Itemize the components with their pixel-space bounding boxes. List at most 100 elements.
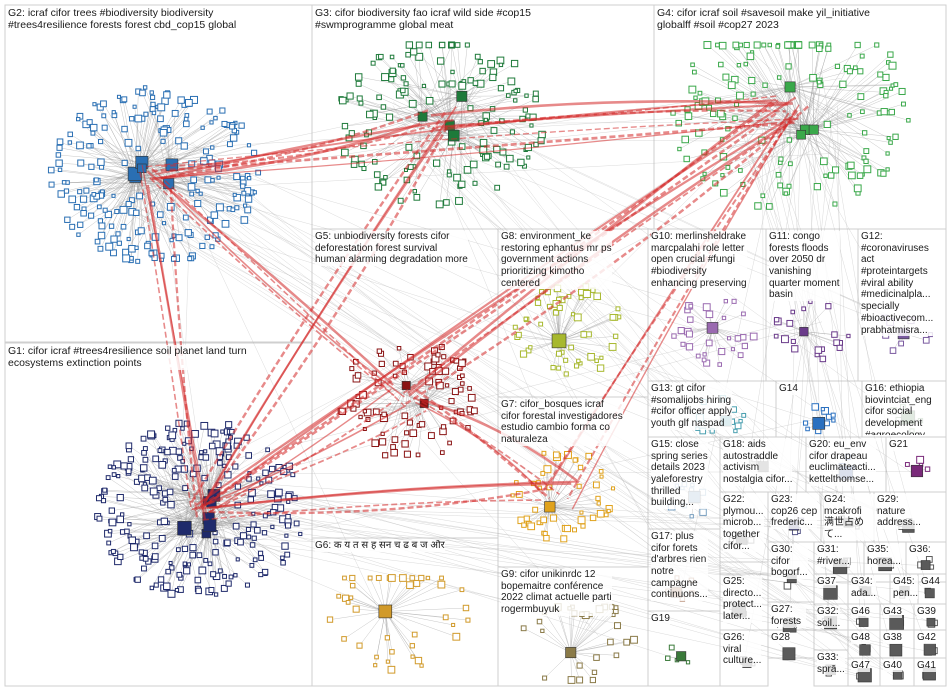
node[interactable] — [150, 101, 156, 108]
node[interactable] — [115, 231, 121, 237]
node[interactable] — [847, 113, 852, 118]
node[interactable] — [630, 635, 638, 644]
node[interactable] — [73, 203, 81, 211]
node[interactable] — [376, 348, 383, 354]
node[interactable] — [356, 95, 363, 102]
node[interactable] — [886, 136, 891, 141]
node[interactable] — [862, 130, 868, 136]
node[interactable] — [143, 111, 149, 117]
node[interactable] — [224, 539, 231, 547]
node[interactable] — [162, 496, 169, 503]
node[interactable] — [689, 514, 694, 519]
node[interactable] — [240, 183, 246, 189]
node[interactable] — [380, 431, 385, 436]
node[interactable] — [848, 171, 856, 180]
node[interactable] — [151, 542, 159, 550]
node[interactable] — [777, 182, 784, 189]
node[interactable] — [180, 426, 185, 431]
node[interactable] — [665, 588, 672, 596]
node[interactable] — [613, 605, 619, 611]
node[interactable] — [705, 310, 714, 319]
node[interactable] — [371, 439, 380, 448]
node[interactable] — [163, 91, 171, 99]
node[interactable] — [922, 336, 930, 344]
hub-node[interactable] — [544, 501, 556, 513]
node[interactable] — [489, 73, 497, 82]
node[interactable] — [228, 574, 234, 580]
node[interactable] — [159, 129, 168, 137]
node[interactable] — [738, 168, 743, 173]
node[interactable] — [820, 157, 828, 166]
node[interactable] — [409, 575, 416, 581]
node[interactable] — [517, 158, 525, 167]
node[interactable] — [381, 411, 387, 418]
node[interactable] — [595, 495, 601, 502]
node[interactable] — [189, 544, 197, 552]
node[interactable] — [730, 406, 737, 413]
node[interactable] — [119, 205, 128, 214]
node[interactable] — [415, 52, 424, 61]
node[interactable] — [56, 138, 64, 146]
node[interactable] — [816, 79, 822, 85]
node[interactable] — [83, 187, 90, 194]
node[interactable] — [824, 420, 830, 427]
node[interactable] — [378, 360, 385, 368]
node[interactable] — [374, 183, 383, 191]
node[interactable] — [405, 51, 411, 58]
hub-node[interactable] — [676, 651, 687, 662]
node[interactable] — [856, 172, 864, 179]
hub-node[interactable] — [137, 163, 147, 174]
node[interactable] — [144, 242, 151, 250]
node[interactable] — [741, 342, 748, 350]
hub-node[interactable] — [824, 616, 838, 630]
node[interactable] — [532, 95, 539, 103]
node[interactable] — [57, 190, 65, 198]
node[interactable] — [149, 487, 158, 496]
node[interactable] — [91, 192, 97, 197]
node[interactable] — [232, 463, 239, 470]
node[interactable] — [738, 42, 744, 48]
node[interactable] — [135, 145, 141, 152]
node[interactable] — [510, 59, 519, 68]
node[interactable] — [740, 334, 747, 341]
node[interactable] — [572, 457, 578, 463]
node[interactable] — [588, 612, 593, 618]
node[interactable] — [513, 88, 518, 94]
node[interactable] — [352, 605, 360, 613]
node[interactable] — [435, 200, 444, 209]
node[interactable] — [67, 131, 73, 138]
node[interactable] — [165, 425, 171, 431]
node[interactable] — [348, 595, 354, 600]
node[interactable] — [790, 309, 795, 315]
node[interactable] — [528, 345, 533, 350]
node[interactable] — [888, 61, 897, 70]
node[interactable] — [460, 381, 465, 386]
node[interactable] — [225, 421, 233, 429]
node[interactable] — [854, 41, 861, 49]
hub-node[interactable] — [706, 322, 719, 334]
node[interactable] — [685, 343, 694, 351]
node[interactable] — [881, 314, 888, 321]
node[interactable] — [680, 341, 686, 347]
node[interactable] — [108, 223, 115, 229]
node[interactable] — [572, 527, 577, 533]
node[interactable] — [284, 551, 291, 558]
node[interactable] — [695, 353, 701, 359]
node[interactable] — [743, 61, 749, 67]
node[interactable] — [208, 442, 216, 450]
node[interactable] — [356, 642, 363, 649]
node[interactable] — [556, 304, 563, 311]
node[interactable] — [129, 116, 135, 122]
node[interactable] — [116, 515, 124, 524]
node[interactable] — [681, 503, 688, 509]
node[interactable] — [685, 660, 691, 665]
node[interactable] — [134, 245, 139, 250]
node[interactable] — [374, 654, 379, 660]
node[interactable] — [741, 311, 746, 317]
node[interactable] — [718, 41, 727, 50]
node[interactable] — [161, 221, 167, 226]
node[interactable] — [783, 582, 792, 590]
node[interactable] — [691, 69, 697, 75]
node[interactable] — [245, 452, 252, 459]
node[interactable] — [665, 655, 671, 661]
